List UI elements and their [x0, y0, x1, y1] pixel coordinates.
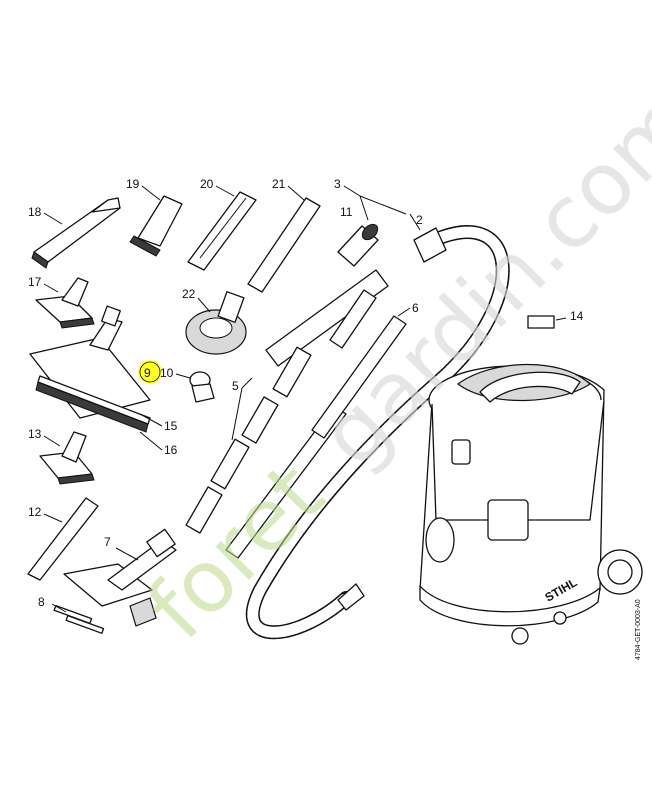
label-16: 16 [164, 443, 178, 457]
part-22-round-brush[interactable] [185, 291, 247, 355]
part-16-brush-strip[interactable] [35, 375, 151, 433]
label-12: 12 [28, 505, 42, 519]
part-7-combi-nozzle[interactable] [63, 528, 177, 627]
label-8: 8 [38, 595, 45, 609]
part-19-brush[interactable] [129, 195, 183, 257]
vacuum-cleaner-body[interactable] [419, 363, 643, 645]
label-3: 3 [334, 177, 341, 191]
label-15: 15 [164, 419, 178, 433]
part-5-extension-tubes[interactable] [185, 269, 389, 559]
part-14-label[interactable] [527, 315, 555, 329]
label-5: 5 [232, 379, 239, 393]
label-10: 10 [160, 366, 174, 380]
part-10-adapter[interactable] [189, 371, 215, 403]
label-20: 20 [200, 177, 214, 191]
part-2-suction-hose[interactable] [246, 225, 510, 640]
part-17-nozzle[interactable] [35, 277, 95, 329]
label-9[interactable]: 9 [144, 366, 151, 380]
part-20-nozzle[interactable] [187, 191, 257, 271]
label-13: 13 [28, 427, 42, 441]
highlight-9 [138, 360, 162, 384]
part-11-connector[interactable] [337, 221, 381, 267]
label-19: 19 [126, 177, 140, 191]
label-17: 17 [28, 275, 42, 289]
part-12-crevice-tool[interactable] [27, 497, 99, 581]
part-15-floor-nozzle[interactable] [29, 305, 151, 419]
label-14: 14 [570, 309, 584, 323]
label-6: 6 [412, 301, 419, 315]
label-11: 11 [340, 205, 353, 219]
label-2: 2 [416, 213, 423, 227]
label-18: 18 [28, 205, 42, 219]
label-21: 21 [272, 177, 286, 191]
part-21-crevice[interactable] [247, 197, 321, 293]
label-22: 22 [182, 287, 196, 301]
part-18-brush[interactable] [31, 197, 121, 269]
drawing-code: 4784-GET-0003-A0 [635, 599, 642, 660]
part-13-nozzle[interactable] [39, 431, 95, 485]
part-6-extension-tube[interactable] [311, 315, 407, 439]
label-7: 7 [104, 535, 111, 549]
